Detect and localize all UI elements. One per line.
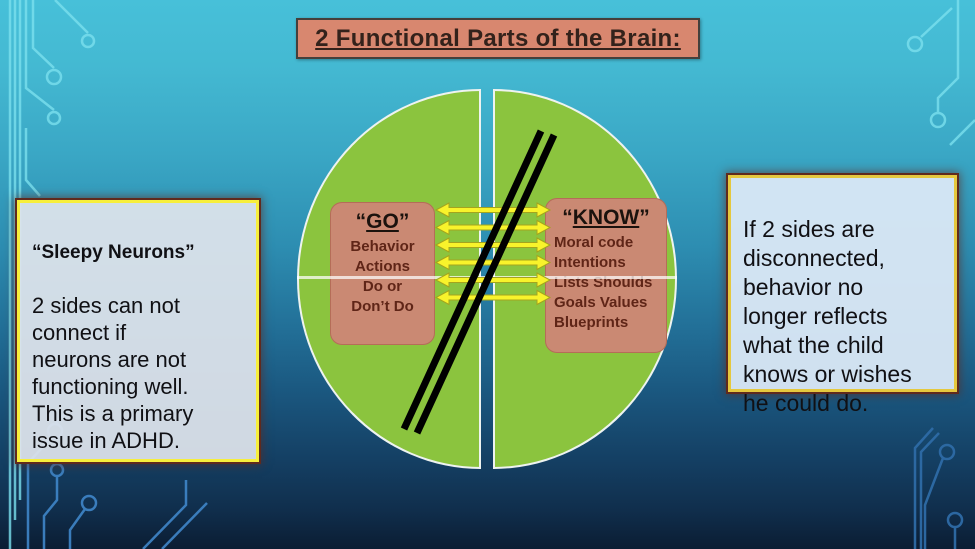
sleepy-neurons-body: 2 sides can not connect if neurons are n… xyxy=(32,293,194,453)
know-items: Moral code Intentions Lists Shoulds Goal… xyxy=(554,234,653,331)
disconnected-note: If 2 sides are disconnected, behavior no… xyxy=(728,175,957,416)
know-title: “KNOW” xyxy=(562,206,650,229)
horizontal-divider-line xyxy=(297,276,677,279)
know-box: “KNOW” Moral code Intentions Lists Shoul… xyxy=(545,198,667,353)
circuit-top-right-icon xyxy=(906,0,975,146)
go-box: “GO” Behavior Actions Do or Don’t Do xyxy=(330,202,435,345)
sleepy-neurons-title: “Sleepy Neurons” xyxy=(32,242,195,263)
page-title: 2 Functional Parts of the Brain: xyxy=(315,24,681,52)
disconnected-note-body: If 2 sides are disconnected, behavior no… xyxy=(743,216,912,416)
go-title: “GO” xyxy=(355,210,410,233)
sleepy-neurons-note: “Sleepy Neurons” 2 sides can not connect… xyxy=(17,200,259,462)
title-banner: 2 Functional Parts of the Brain: xyxy=(296,18,700,59)
